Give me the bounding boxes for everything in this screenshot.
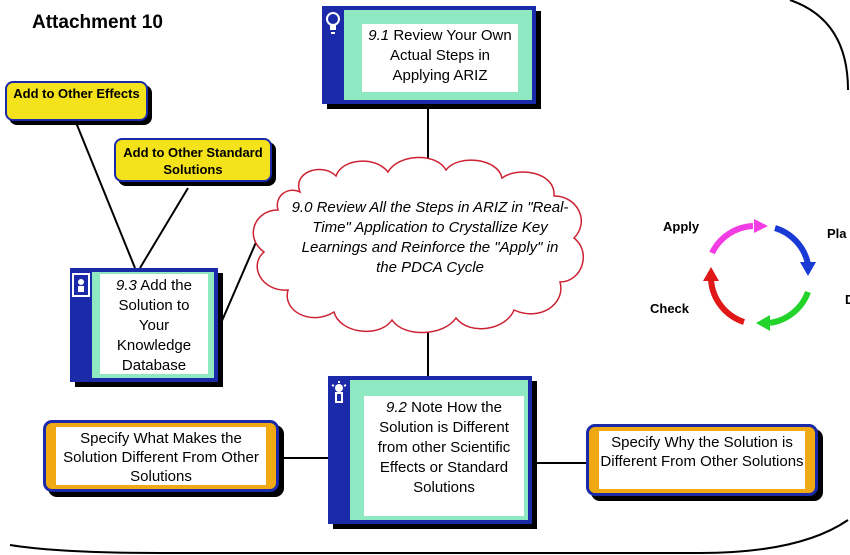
desk-lamp-icon (331, 381, 347, 403)
step-9-2-number: 9.2 (386, 399, 407, 416)
step-9-3-text: Add the Solution to Your Knowledge Datab… (116, 277, 192, 374)
review-cloud (252, 156, 585, 334)
pdca-apply-label: Apply (663, 219, 700, 234)
pdca-apply-arc (709, 223, 754, 255)
pdca-plan-arc (774, 225, 811, 265)
note-specify-what-makes-different: Specify What Makes the Solution Differen… (43, 420, 279, 492)
step-9-2-text: Note How the Solution is Different from … (377, 399, 511, 496)
pdca-do-arrowhead (756, 315, 770, 331)
pdca-check-arc (708, 279, 746, 325)
step-9-3: 9.3 Add the Solution to Your Knowledge D… (70, 268, 218, 382)
step-9-1-label: 9.1 Review Your Own Actual Steps in Appl… (362, 24, 518, 92)
review-cloud-text: 9.0 Review All the Steps in ARIZ in "Rea… (291, 199, 569, 276)
step-9-1: 9.1 Review Your Own Actual Steps in Appl… (322, 6, 536, 104)
pdca-do-arc (769, 290, 811, 326)
connector-standard-9-3 (139, 187, 189, 269)
connector-lines (74, 106, 588, 464)
outer-frame-bottom (9, 519, 849, 554)
pdca-plan-label: Pla (827, 226, 847, 241)
pdca-do-label: D (845, 292, 850, 307)
step-9-2: 9.2 Note How the Solution is Different f… (328, 376, 532, 524)
note-add-to-other-standard-solutions: Add to Other Standard Solutions (114, 138, 272, 182)
person-icon (72, 273, 90, 297)
note-specify-why-text: Specify Why the Solution is Different Fr… (599, 431, 805, 489)
page-title: Attachment 10 (32, 12, 163, 33)
connector-effects-9-3 (74, 119, 136, 269)
step-9-1-number: 9.1 (368, 27, 390, 44)
step-9-3-label: 9.3 Add the Solution to Your Knowledge D… (100, 274, 208, 374)
outer-frame-curve (789, 0, 849, 91)
pdca-check-label: Check (650, 301, 690, 316)
step-9-1-text: Review Your Own Actual Steps in Applying… (389, 27, 512, 84)
step-9-2-label: 9.2 Note How the Solution is Different f… (364, 396, 524, 516)
pdca-cycle (703, 219, 816, 331)
pdca-check-arrowhead (703, 267, 719, 281)
note-add-to-other-effects: Add to Other Effects (5, 81, 148, 121)
pdca-plan-arrowhead (800, 262, 816, 276)
lightbulb-icon (326, 12, 340, 34)
pdca-apply-arrowhead (754, 219, 768, 233)
step-9-3-number: 9.3 (116, 277, 137, 294)
connector-cloud-9-3 (217, 239, 258, 331)
note-specify-what-text: Specify What Makes the Solution Differen… (56, 427, 266, 485)
note-specify-why-different: Specify Why the Solution is Different Fr… (586, 424, 818, 496)
